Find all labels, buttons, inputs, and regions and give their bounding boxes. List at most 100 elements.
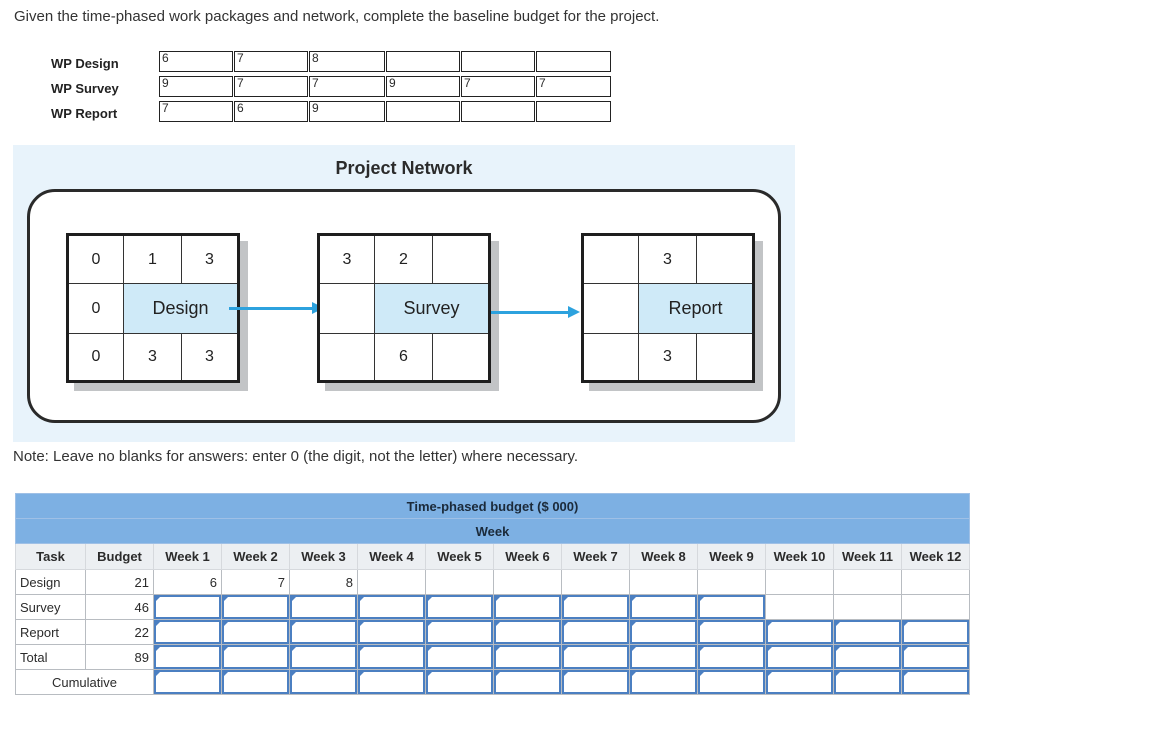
wp-cell: 6 — [159, 51, 233, 72]
week-cell — [629, 594, 698, 620]
answer-input[interactable] — [902, 620, 969, 644]
week-cell — [561, 669, 630, 695]
answer-input[interactable] — [494, 595, 561, 619]
week-cell — [221, 644, 290, 670]
answer-input[interactable] — [766, 645, 833, 669]
wp-label-design: WP Design — [51, 56, 119, 71]
task-cell: Report — [15, 619, 86, 645]
answer-input[interactable] — [630, 620, 697, 644]
node-name: Report — [639, 284, 752, 334]
answer-input[interactable] — [154, 620, 221, 644]
wp-label-survey: WP Survey — [51, 81, 119, 96]
week-cell — [561, 619, 630, 645]
node-cell-dur: 6 — [375, 334, 433, 380]
answer-input[interactable] — [290, 645, 357, 669]
wp-cell — [536, 51, 611, 72]
budget-cell: 22 — [85, 619, 154, 645]
answer-input[interactable] — [698, 620, 765, 644]
week-cell-empty — [425, 569, 494, 595]
answer-input[interactable] — [222, 595, 289, 619]
node-cell-ls — [320, 334, 375, 380]
node-cell-sl — [584, 284, 639, 334]
answer-input[interactable] — [766, 620, 833, 644]
answer-input[interactable] — [698, 645, 765, 669]
answer-input[interactable] — [154, 595, 221, 619]
wp-label-report: WP Report — [51, 106, 118, 121]
answer-input[interactable] — [494, 620, 561, 644]
wp-cell: 7 — [536, 76, 611, 97]
node-survey: 3 2 Survey 6 — [317, 233, 499, 391]
budget-table-title: Time-phased budget ($ 000) — [15, 493, 970, 519]
budget-cell: 21 — [85, 569, 154, 595]
answer-input[interactable] — [154, 645, 221, 669]
arrow-survey-report — [491, 306, 580, 318]
cumulative-input[interactable] — [426, 670, 493, 694]
node-name: Design — [124, 284, 237, 334]
week-cell — [833, 669, 902, 695]
cumulative-input[interactable] — [902, 670, 969, 694]
cumulative-input[interactable] — [222, 670, 289, 694]
week-cell — [561, 644, 630, 670]
cumulative-input[interactable] — [358, 670, 425, 694]
answer-input[interactable] — [630, 645, 697, 669]
week-cell-empty — [765, 594, 834, 620]
week-cell — [629, 669, 698, 695]
answer-input[interactable] — [630, 595, 697, 619]
cumulative-input[interactable] — [698, 670, 765, 694]
node-cell-lf: 3 — [205, 348, 214, 365]
answer-input[interactable] — [902, 645, 969, 669]
answer-input[interactable] — [562, 595, 629, 619]
answer-input[interactable] — [426, 620, 493, 644]
column-header: Budget — [85, 543, 154, 570]
week-cell-empty — [765, 569, 834, 595]
cumulative-input[interactable] — [562, 670, 629, 694]
week-cell — [221, 594, 290, 620]
answer-input[interactable] — [698, 595, 765, 619]
answer-input[interactable] — [222, 620, 289, 644]
note-text: Note: Leave no blanks for answers: enter… — [13, 448, 579, 465]
week-cell-empty — [357, 569, 426, 595]
column-header: Week 5 — [425, 543, 494, 570]
cumulative-input[interactable] — [494, 670, 561, 694]
wp-cell: 7 — [461, 76, 535, 97]
column-header: Week 11 — [833, 543, 902, 570]
node-cell-dur: 3 — [639, 334, 697, 380]
cumulative-input[interactable] — [766, 670, 833, 694]
node-cell-id: 1 — [124, 236, 182, 284]
week-cell — [697, 594, 766, 620]
node-cell-es — [584, 236, 639, 284]
wp-cell: 8 — [309, 51, 385, 72]
answer-input[interactable] — [562, 620, 629, 644]
answer-input[interactable] — [562, 645, 629, 669]
answer-input[interactable] — [834, 645, 901, 669]
answer-input[interactable] — [494, 645, 561, 669]
wp-cell: 9 — [309, 101, 385, 122]
answer-input[interactable] — [358, 595, 425, 619]
answer-input[interactable] — [222, 645, 289, 669]
week-cell — [833, 644, 902, 670]
answer-input[interactable] — [426, 645, 493, 669]
week-cell — [765, 619, 834, 645]
week-cell — [493, 644, 562, 670]
column-header: Week 7 — [561, 543, 630, 570]
week-cell — [357, 619, 426, 645]
cumulative-input[interactable] — [630, 670, 697, 694]
answer-input[interactable] — [290, 595, 357, 619]
cumulative-input[interactable] — [154, 670, 221, 694]
week-cell — [765, 644, 834, 670]
budget-cell: 89 — [85, 644, 154, 670]
answer-input[interactable] — [290, 620, 357, 644]
cumulative-input[interactable] — [834, 670, 901, 694]
answer-input[interactable] — [358, 645, 425, 669]
answer-input[interactable] — [426, 595, 493, 619]
answer-input[interactable] — [358, 620, 425, 644]
answer-input[interactable] — [834, 620, 901, 644]
wp-cell: 6 — [234, 101, 308, 122]
network-title: Project Network — [335, 158, 473, 178]
cumulative-input[interactable] — [290, 670, 357, 694]
node-cell-ls: 0 — [69, 334, 124, 380]
